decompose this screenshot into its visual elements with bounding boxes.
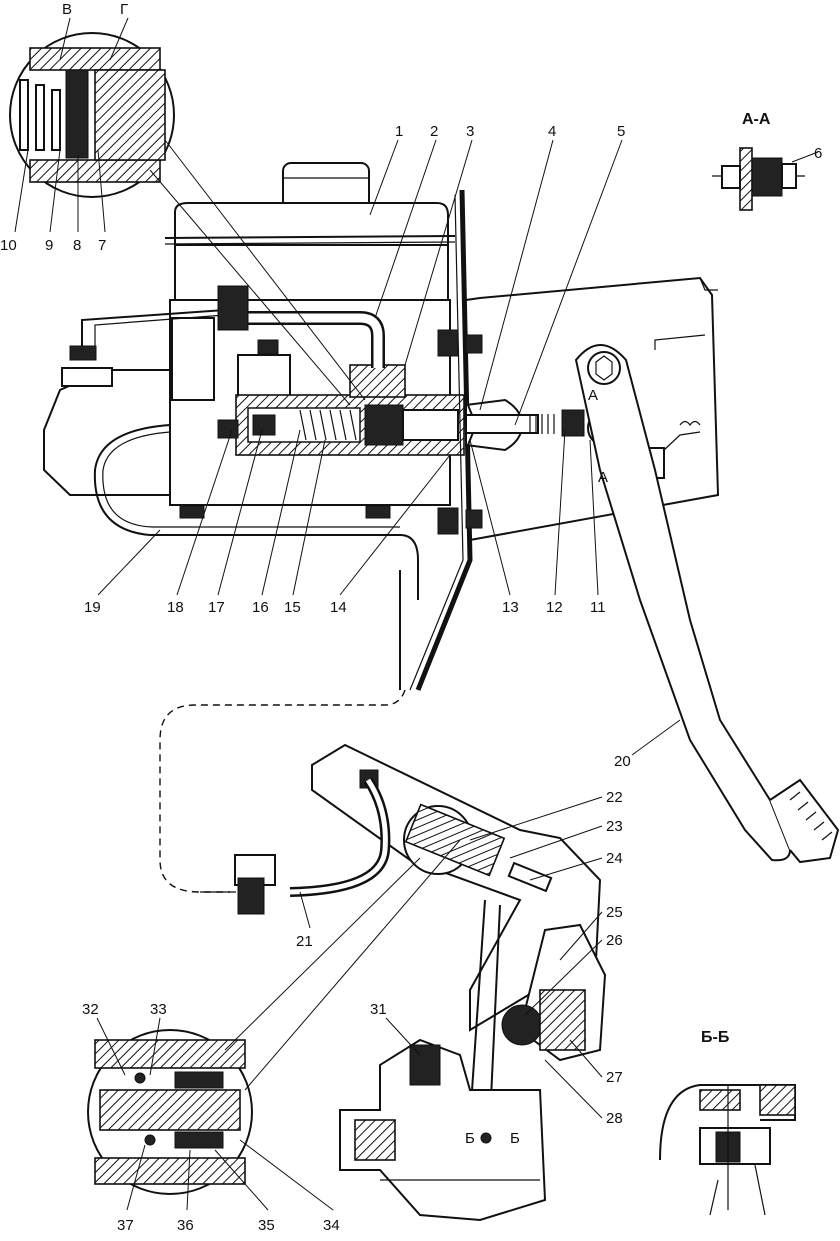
section-b-b-title: Б-Б — [701, 1029, 729, 1046]
callout-31: 31 — [370, 1001, 387, 1018]
callout-19: 19 — [84, 599, 101, 616]
cut-mark-a-top: А — [588, 387, 598, 404]
callout-1: 1 — [395, 123, 403, 140]
callout-27: 27 — [606, 1069, 623, 1086]
detail-view-seals — [9, 32, 366, 406]
callout-10: 10 — [0, 237, 17, 254]
callout-26: 26 — [606, 932, 623, 949]
slave-cylinder — [200, 743, 607, 1121]
callout-32: 32 — [82, 1001, 99, 1018]
callout-leaders — [14, 17, 819, 1211]
section-a-a-view — [712, 147, 805, 211]
callout-6: 6 — [814, 145, 822, 162]
callout-7: 7 — [98, 237, 106, 254]
callout-15: 15 — [284, 599, 301, 616]
callout-12: 12 — [546, 599, 563, 616]
clutch-hose — [159, 689, 406, 893]
cut-mark-b-right: Б — [510, 1130, 520, 1147]
callout-13: 13 — [502, 599, 519, 616]
callout-17: 17 — [208, 599, 225, 616]
detail-mark-v: В — [62, 1, 72, 18]
callout-2: 2 — [430, 123, 438, 140]
callout-9: 9 — [45, 237, 53, 254]
callout-28: 28 — [606, 1110, 623, 1127]
section-a-a-title: А-А — [742, 111, 771, 128]
section-b-b-view — [659, 1084, 796, 1216]
callout-24: 24 — [606, 850, 623, 867]
clutch-housing — [339, 1038, 547, 1222]
callout-18: 18 — [167, 599, 184, 616]
callout-35: 35 — [258, 1217, 275, 1234]
callout-8: 8 — [73, 237, 81, 254]
callout-37: 37 — [117, 1217, 134, 1234]
clutch-pedal — [574, 344, 840, 864]
callout-5: 5 — [617, 123, 625, 140]
firewall-panel — [399, 189, 483, 691]
callout-16: 16 — [252, 599, 269, 616]
detail-mark-g: Г — [120, 1, 128, 18]
callout-36: 36 — [177, 1217, 194, 1234]
callout-25: 25 — [606, 904, 623, 921]
callout-34: 34 — [323, 1217, 340, 1234]
callout-4: 4 — [548, 123, 556, 140]
fluid-reservoir — [164, 162, 456, 300]
callout-21: 21 — [296, 933, 313, 950]
callout-20: 20 — [614, 753, 631, 770]
cut-mark-b-left: Б — [465, 1130, 475, 1147]
callout-22: 22 — [606, 789, 623, 806]
detail-view-slave-piston — [87, 839, 461, 1195]
callout-14: 14 — [330, 599, 347, 616]
callout-11: 11 — [590, 599, 606, 616]
callout-3: 3 — [466, 123, 474, 140]
callout-23: 23 — [606, 818, 623, 835]
master-cylinder — [43, 285, 465, 600]
callout-33: 33 — [150, 1001, 167, 1018]
cut-mark-a-bottom: А — [598, 469, 608, 486]
